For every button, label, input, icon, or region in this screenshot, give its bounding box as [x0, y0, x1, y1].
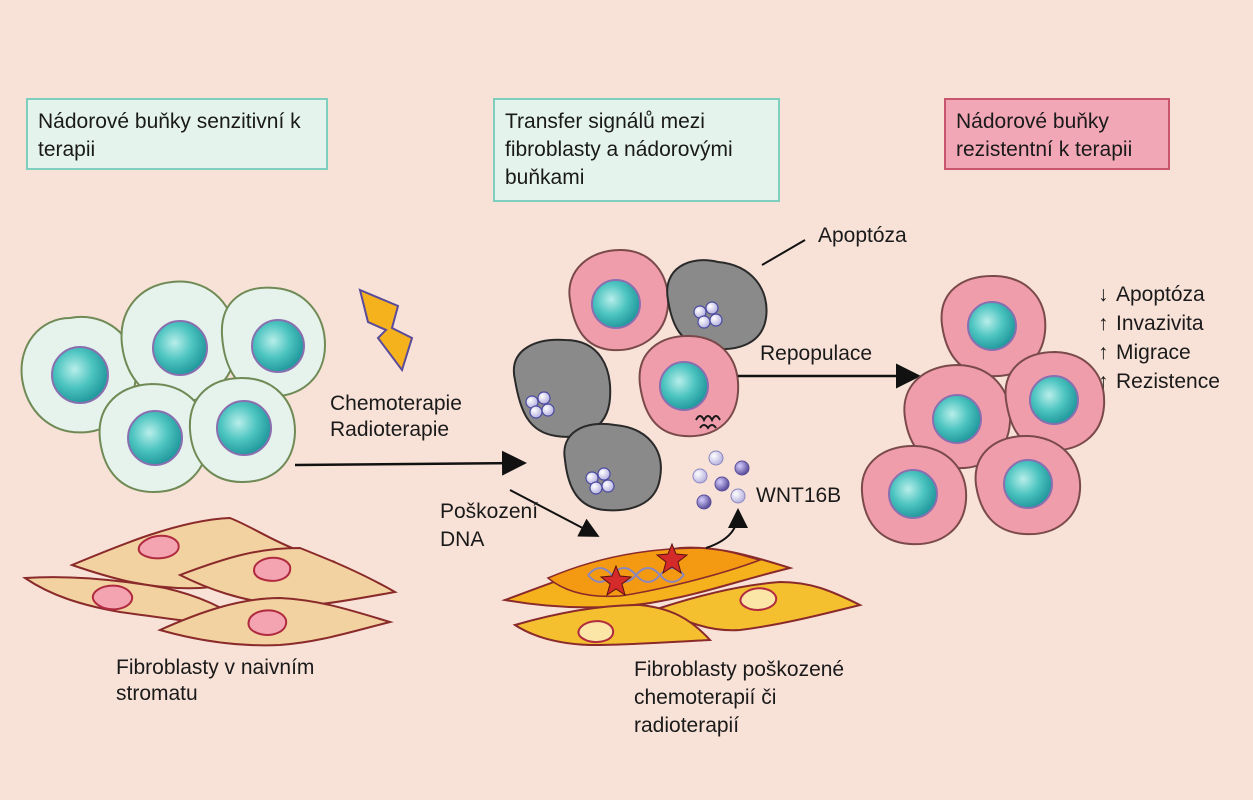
nucleus [659, 361, 709, 411]
nucleus [967, 301, 1017, 351]
damaged-fibroblasts-label-3: radioterapií [634, 714, 740, 737]
sensitive-cells-label: Nádorové buňky senzitivní k terapii [38, 110, 301, 161]
naive-fibroblasts-label-2: stromatu [116, 682, 198, 705]
nucleus [932, 394, 982, 444]
fibroblast-nucleus [739, 587, 778, 611]
nucleus [216, 400, 272, 456]
nucleus [1029, 375, 1079, 425]
apoptotic-body-cluster [693, 301, 723, 329]
effect-item: ↑ Migrace [1098, 338, 1220, 367]
radiotherapy-label: Radioterapie [330, 418, 450, 441]
fibroblast [512, 603, 713, 647]
fibroblast-nucleus [577, 620, 615, 643]
arrow-up-icon: ↑ [1098, 312, 1109, 335]
naive-fibroblasts [22, 516, 398, 647]
effect-text: Rezistence [1116, 370, 1220, 393]
sensitive-cells-box: Nádorové buňky senzitivní k terapii [26, 98, 328, 170]
fibroblast [546, 547, 763, 598]
receptor-icon [695, 415, 721, 430]
resistant-cells-label: Nádorové buňky rezistentní k terapii [956, 110, 1133, 161]
apoptotic-cell [512, 338, 612, 438]
arrow-up-icon: ↑ [1098, 370, 1109, 393]
apoptosis-pointer [761, 239, 806, 266]
wnt16b-label: WNT16B [756, 484, 842, 507]
sensitive-cell-cluster [20, 280, 327, 494]
secretion-arrow [705, 508, 748, 549]
effect-item: ↓ Apoptóza [1098, 280, 1220, 309]
chemotherapy-label: Chemoterapie [330, 392, 462, 415]
middle-cell-cluster [512, 248, 768, 512]
dna-damage-label-2: DNA [440, 528, 485, 551]
damage-star-icon [599, 564, 633, 597]
apoptosis-label: Apoptóza [818, 224, 907, 247]
signal-transfer-label: Transfer signálů mezi fibroblasty a nádo… [505, 110, 733, 189]
arrow-down-icon: ↓ [1098, 283, 1109, 306]
fibroblast-nucleus [253, 556, 292, 582]
effect-item: ↑ Rezistence [1098, 367, 1220, 396]
effect-text: Apoptóza [1116, 283, 1205, 306]
apoptotic-cell [563, 423, 662, 512]
effect-text: Invazivita [1116, 312, 1204, 335]
nucleus [1003, 459, 1053, 509]
nucleus [127, 410, 183, 466]
effects-list: ↓ Apoptóza ↑ Invazivita ↑ Migrace ↑ Rezisten… [1098, 280, 1220, 396]
fibroblast-nucleus [137, 534, 180, 560]
resistant-cells-box: Nádorové buňky rezistentní k terapii [944, 98, 1170, 170]
damaged-fibroblasts-label-2: chemoterapií či [634, 686, 777, 709]
nucleus [152, 320, 208, 376]
damaged-fibroblasts-label-1: Fibroblasty poškozené [634, 658, 845, 681]
nucleus [888, 469, 938, 519]
wnt16b-vesicles [692, 450, 750, 510]
fibroblast-nucleus [247, 609, 288, 636]
nucleus [591, 279, 641, 329]
nucleus [251, 319, 305, 373]
resistant-cell-cluster [860, 274, 1106, 546]
repopulation-label: Repopulace [760, 342, 873, 365]
damage-star-icon [655, 542, 689, 575]
fibroblast-nucleus [91, 584, 134, 611]
therapy-arrow [294, 450, 527, 476]
dna-damage-label-1: Poškození [440, 500, 539, 523]
naive-fibroblasts-label-1: Fibroblasty v naivním [116, 656, 315, 679]
apoptotic-body-cluster [585, 467, 615, 495]
damaged-fibroblasts [501, 542, 863, 647]
effect-text: Migrace [1116, 341, 1191, 364]
effect-item: ↑ Invazivita [1098, 309, 1220, 338]
apoptotic-body-cluster [525, 391, 555, 419]
lightning-icon [358, 288, 414, 373]
signal-transfer-box: Transfer signálů mezi fibroblasty a nádo… [493, 98, 780, 202]
nucleus [51, 346, 109, 404]
dna-damage-arrow [509, 489, 600, 537]
arrow-up-icon: ↑ [1098, 341, 1109, 364]
